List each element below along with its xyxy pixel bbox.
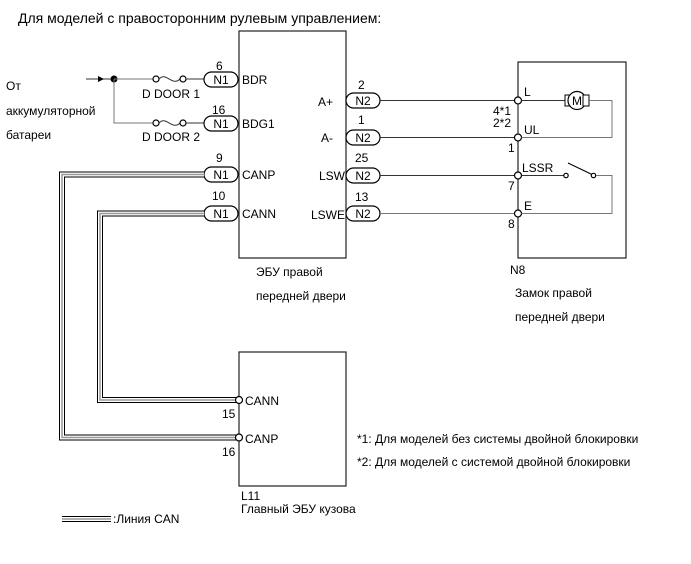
svg-text:A-: A-: [321, 131, 333, 145]
svg-text:N1: N1: [213, 207, 229, 221]
svg-text:CANN: CANN: [242, 207, 276, 221]
body-ecu-pin-number-16: 16: [222, 445, 236, 459]
svg-text:N2: N2: [355, 131, 371, 145]
source-label-line-2: аккумуляторной: [6, 104, 96, 118]
battery-feed-arrow-icon: [86, 76, 114, 82]
lock-pin-ul: [513, 133, 523, 142]
connector-n2-lsw: LSW 25 N2: [319, 151, 381, 184]
lock-switch-icon: [521, 162, 613, 214]
lock-terminal-lssr: LSSR: [522, 161, 554, 175]
lock-pin-e: [513, 209, 523, 218]
connector-n2-a-minus: A- 1 N2: [321, 113, 381, 146]
svg-text:16: 16: [212, 103, 226, 117]
source-label-line-1: От: [6, 79, 21, 93]
fuse-2-label: D DOOR 2: [142, 130, 200, 144]
connector-n1-bdg1: 16 N1 BDG1: [203, 103, 275, 132]
lock-terminal-l: L: [524, 85, 531, 99]
body-ecu-pin-cann: [234, 395, 244, 405]
door-ecu-box: [238, 30, 347, 259]
door-lock-box: [517, 61, 627, 259]
svg-text:LSW: LSW: [319, 169, 346, 183]
body-ecu-terminal-cann: CANN: [245, 394, 279, 408]
body-ecu-pin-number-15: 15: [222, 407, 236, 421]
can-line-legend-label: :Линия CAN: [113, 512, 179, 526]
lock-pin-number-e: 8: [508, 217, 515, 231]
connector-n2-lswe: LSWE 13 N2: [311, 190, 381, 222]
body-ecu-terminal-canp: CANP: [245, 432, 278, 446]
motor-icon: M: [521, 90, 613, 138]
can-line-cann: [97, 210, 237, 403]
door-lock-caption-2: передней двери: [515, 310, 605, 324]
diagram-title: Для моделей с правосторонним рулевым упр…: [18, 10, 381, 26]
svg-text:N2: N2: [355, 207, 371, 221]
svg-text:N1: N1: [213, 73, 229, 87]
svg-text:BDG1: BDG1: [242, 117, 275, 131]
svg-text:A+: A+: [318, 95, 333, 109]
door-lock-code: N8: [510, 263, 526, 277]
connector-n2-a-plus: A+ 2 N2: [318, 78, 381, 109]
footnote-1: *1: Для моделей без системы двойной блок…: [357, 432, 638, 446]
connector-n1-bdr: 6 N1 BDR: [203, 59, 268, 88]
svg-text:2: 2: [358, 78, 365, 92]
body-ecu-code: L11: [241, 489, 260, 503]
lock-pin-lssr: [513, 171, 523, 180]
can-line-canp: [59, 171, 237, 441]
lock-terminal-e: E: [524, 199, 532, 213]
lock-pin-note-2: 2*2: [493, 116, 511, 130]
svg-text:6: 6: [216, 59, 223, 73]
svg-text:10: 10: [212, 189, 226, 203]
lock-pin-number-ul: 1: [508, 141, 515, 155]
lock-pin-l: [513, 96, 523, 105]
body-ecu-caption: Главный ЭБУ кузова: [241, 502, 356, 516]
footnote-2: *2: Для моделей с системой двойной блоки…: [357, 455, 630, 469]
svg-text:N2: N2: [355, 94, 371, 108]
connector-n1-cann: 10 N1 CANN: [203, 189, 276, 222]
fuse-1-label: D DOOR 1: [142, 87, 200, 101]
source-label-line-3: батареи: [6, 128, 51, 142]
lock-pin-number-lssr: 7: [508, 179, 515, 193]
svg-text:1: 1: [358, 113, 365, 127]
svg-text:M: M: [572, 94, 582, 108]
door-lock-caption-1: Замок правой: [515, 286, 592, 300]
door-ecu-caption-1: ЭБУ правой: [256, 265, 323, 279]
svg-text:N2: N2: [355, 169, 371, 183]
body-ecu-box: [238, 351, 347, 487]
svg-text:N1: N1: [213, 117, 229, 131]
svg-text:13: 13: [355, 190, 369, 204]
connector-n1-canp: 9 N1 CANP: [203, 151, 275, 183]
lock-pin-note-1: 4*1: [493, 104, 511, 118]
svg-text:N1: N1: [213, 168, 229, 182]
svg-text:LSWE: LSWE: [311, 208, 345, 222]
svg-text:25: 25: [355, 151, 369, 165]
fuse-d-door-1-icon: [152, 75, 204, 83]
lock-terminal-ul: UL: [524, 123, 540, 137]
door-ecu-caption-2: передней двери: [256, 289, 346, 303]
svg-text:9: 9: [216, 151, 223, 165]
svg-text:BDR: BDR: [242, 73, 268, 87]
svg-text:CANP: CANP: [242, 168, 275, 182]
fuse-d-door-2-icon: [152, 119, 204, 127]
body-ecu-pin-canp: [234, 433, 244, 442]
